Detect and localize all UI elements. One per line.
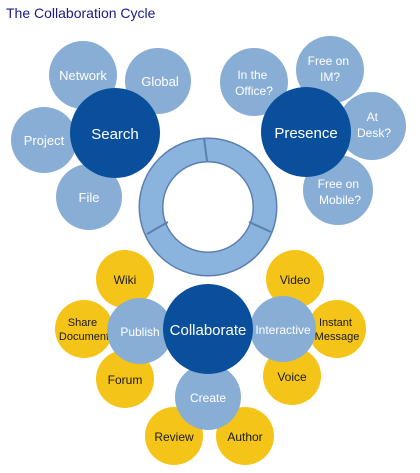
label-author: Author (227, 430, 262, 444)
diagram-title: The Collaboration Cycle (6, 5, 156, 21)
label-presence: Presence (274, 125, 337, 142)
node-author: Author (216, 407, 274, 465)
node-at-desk: At Desk? (338, 92, 406, 160)
node-free-on-im: Free on IM? (296, 36, 364, 104)
hub-collaborate: Collaborate (163, 284, 253, 374)
label-at-desk: At Desk? (357, 110, 391, 140)
label-in-the-office: In the Office? (235, 68, 273, 98)
label-global: Global (141, 74, 179, 89)
label-interactive: Interactive (255, 323, 311, 337)
node-create: Create (175, 364, 241, 430)
node-instant-message: Instant Message (308, 300, 366, 358)
node-project: Project (11, 107, 77, 173)
node-wiki: Wiki (96, 250, 154, 308)
label-wiki: Wiki (114, 273, 137, 287)
label-video: Video (280, 273, 311, 287)
ring-divider (248, 221, 272, 233)
label-free-on-im: Free on IM? (308, 54, 353, 84)
node-publish: Publish (107, 298, 173, 364)
label-instant-message: Instant Message (315, 317, 360, 343)
node-file: File (56, 164, 122, 230)
label-network: Network (59, 68, 107, 83)
hub-search: Search (70, 88, 160, 178)
label-project: Project (24, 133, 65, 148)
label-create: Create (190, 391, 226, 405)
label-publish: Publish (120, 325, 159, 339)
node-interactive: Interactive (250, 296, 316, 362)
ring-divider (203, 137, 208, 162)
label-share-document: Share Document (59, 317, 109, 343)
hub-presence: Presence (261, 87, 351, 177)
cycle-ring (138, 137, 278, 277)
label-review: Review (154, 430, 194, 444)
node-forum: Forum (96, 350, 154, 408)
label-free-on-mobile: Free on Mobile? (318, 177, 363, 207)
label-voice: Voice (277, 370, 307, 384)
ring-divider (146, 221, 169, 235)
node-video: Video (266, 250, 324, 308)
node-in-the-office: In the Office? (220, 48, 288, 116)
label-file: File (79, 190, 100, 205)
label-forum: Forum (108, 373, 143, 387)
node-share-document: Share Document (55, 300, 113, 358)
label-search: Search (91, 126, 139, 143)
label-collaborate: Collaborate (170, 322, 247, 339)
